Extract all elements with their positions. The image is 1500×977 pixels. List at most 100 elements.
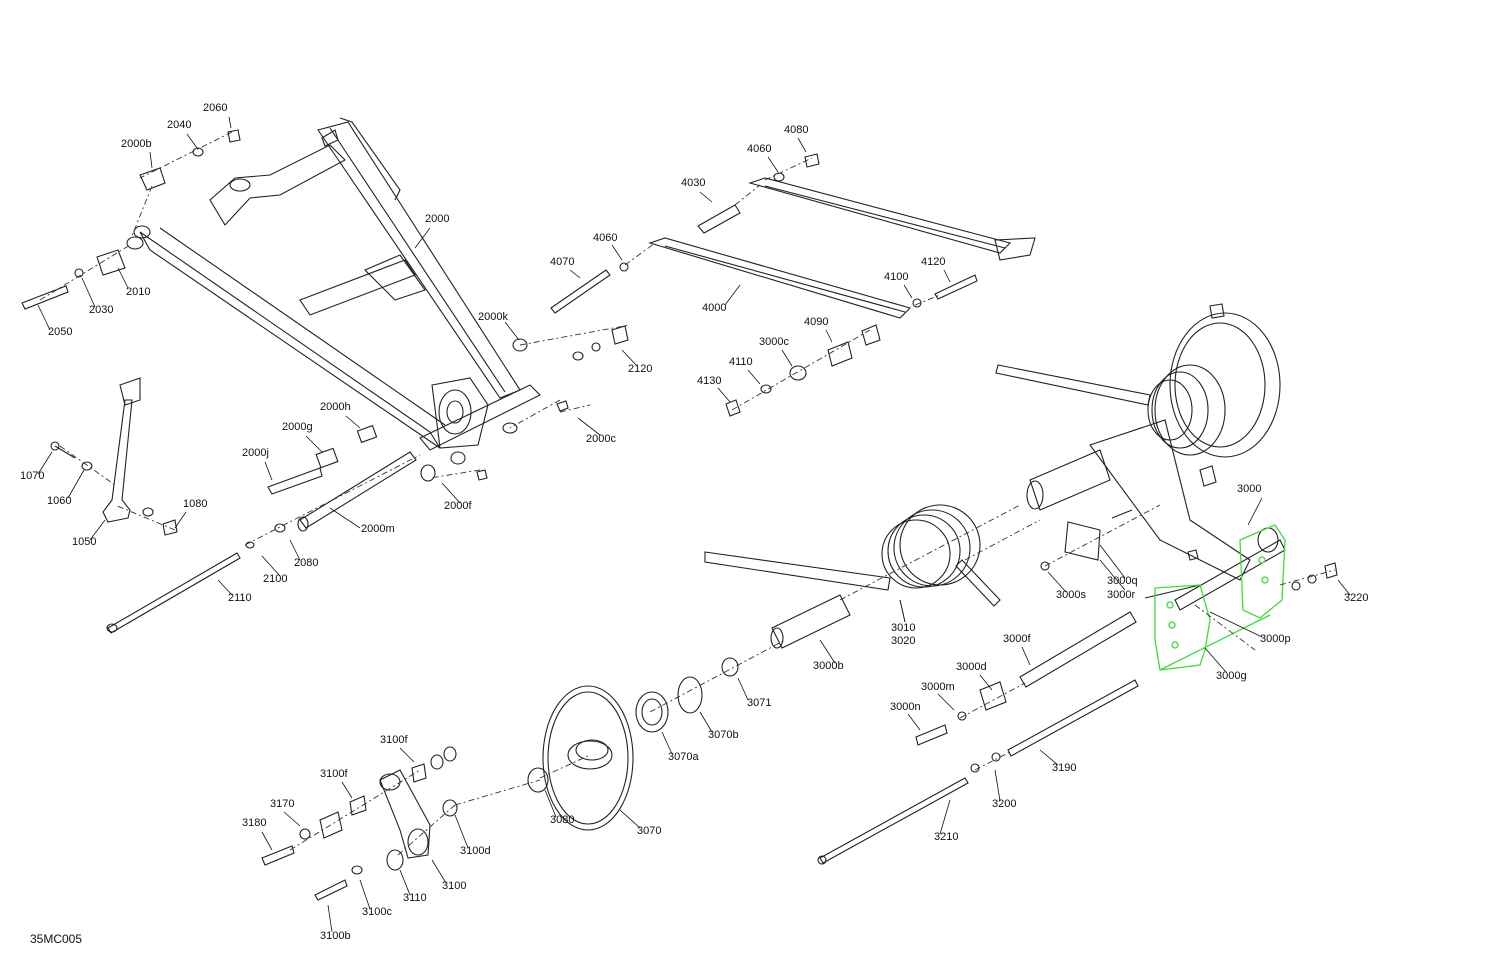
callout-label: 4060 xyxy=(593,232,617,244)
leader-line xyxy=(1337,579,1351,596)
leader-line xyxy=(569,269,581,279)
leader-line xyxy=(699,191,713,203)
rear-arm-3000 xyxy=(995,303,1338,611)
callout-label: 3000q xyxy=(1107,575,1138,587)
leader-line xyxy=(327,904,333,933)
leader-lines xyxy=(37,116,1351,933)
leader-line xyxy=(1209,611,1263,638)
leader-line xyxy=(611,244,623,261)
callout-label: 3000b xyxy=(813,660,844,672)
callout-label: 3071 xyxy=(747,697,771,709)
leader-line xyxy=(619,809,641,829)
leader-line xyxy=(81,277,96,308)
callout-label: 3100f xyxy=(320,768,348,780)
callout-label: 3000m xyxy=(921,681,955,693)
callout-label: 2000g xyxy=(282,421,313,433)
callout-label: 2000k xyxy=(478,311,508,323)
callout-label: 3210 xyxy=(934,831,958,843)
leader-line xyxy=(504,321,520,341)
callout-label: 4080 xyxy=(784,124,808,136)
callout-label: 3100b xyxy=(320,930,351,942)
leader-line xyxy=(1099,544,1126,579)
leader-line xyxy=(341,781,353,799)
callout-label: 2080 xyxy=(294,557,318,569)
callout-label: 2000j xyxy=(242,447,269,459)
leader-line xyxy=(907,713,921,731)
leader-line xyxy=(414,227,431,249)
leader-line xyxy=(289,539,301,561)
drawing-code: 35MC005 xyxy=(30,932,82,946)
leader-line xyxy=(261,831,273,851)
leader-line xyxy=(1099,559,1126,591)
callout-label: 3000 xyxy=(1237,483,1261,495)
callout-label: 2000f xyxy=(444,500,472,512)
bracket-3000g-highlight xyxy=(1154,524,1286,671)
leader-line xyxy=(1039,749,1059,766)
leader-line xyxy=(544,789,557,818)
callout-label: 2000 xyxy=(425,213,449,225)
callout-label: 2060 xyxy=(203,102,227,114)
callout-label: 3100c xyxy=(362,906,392,918)
callout-label: 3100 xyxy=(442,880,466,892)
leader-line xyxy=(737,677,749,701)
callout-label: 3070b xyxy=(708,729,739,741)
leader-line xyxy=(1204,647,1227,673)
callout-label: 2000m xyxy=(361,523,395,535)
callout-label: 3080 xyxy=(550,814,574,826)
leader-line xyxy=(937,693,955,711)
leader-line xyxy=(305,435,323,453)
idler-arm-3100 xyxy=(261,746,458,901)
leader-line xyxy=(217,579,233,596)
leader-line xyxy=(994,769,1001,802)
leader-line xyxy=(577,417,601,436)
leader-line xyxy=(747,369,761,385)
callout-label: 3110 xyxy=(403,892,427,904)
callout-label: 4130 xyxy=(697,375,721,387)
leader-line xyxy=(1247,497,1263,526)
leader-line xyxy=(186,133,198,149)
leader-line xyxy=(903,284,913,299)
callout-label: 2000h xyxy=(320,401,351,413)
callout-label: 3200 xyxy=(992,798,1016,810)
leader-line xyxy=(819,639,836,664)
leader-line xyxy=(797,137,807,153)
leader-line xyxy=(717,387,731,403)
callout-label: 4000 xyxy=(702,302,726,314)
callout-label: 3020 xyxy=(891,635,915,647)
front-arm-2000 xyxy=(126,117,541,465)
callout-label: 3180 xyxy=(242,817,266,829)
callout-label: 3220 xyxy=(1344,592,1368,604)
callout-label: 2000c xyxy=(586,433,616,445)
torsion-spring-3010 xyxy=(704,504,1001,607)
leader-line xyxy=(89,519,106,541)
callout-label: 3010 xyxy=(891,622,915,634)
leader-line xyxy=(1047,571,1067,593)
wheel-3070 xyxy=(527,657,739,831)
callout-label: 3100d xyxy=(460,845,491,857)
leader-line xyxy=(264,461,273,481)
leader-line xyxy=(781,349,793,367)
callout-label: 3070a xyxy=(668,751,699,763)
callout-label: 3170 xyxy=(270,798,294,810)
leader-line xyxy=(441,482,461,504)
leader-line xyxy=(359,879,371,910)
leader-line xyxy=(454,814,469,849)
callout-label: 3070 xyxy=(637,825,661,837)
leader-line xyxy=(228,116,232,129)
shafts-lower xyxy=(770,594,1139,865)
leader-line xyxy=(431,859,447,884)
callout-label: 4100 xyxy=(884,271,908,283)
leader-line xyxy=(1021,646,1031,666)
callout-label: 3000d xyxy=(956,661,987,673)
callout-label: 2050 xyxy=(48,326,72,338)
leader-line xyxy=(37,451,53,475)
leader-line xyxy=(399,747,415,763)
callout-label: 2040 xyxy=(167,119,191,131)
leader-line xyxy=(899,599,906,623)
center-lines xyxy=(39,131,1336,856)
leader-line xyxy=(329,507,361,529)
leader-line xyxy=(699,711,713,733)
callout-label: 4110 xyxy=(729,356,753,368)
callout-label: 3000p xyxy=(1260,633,1291,645)
